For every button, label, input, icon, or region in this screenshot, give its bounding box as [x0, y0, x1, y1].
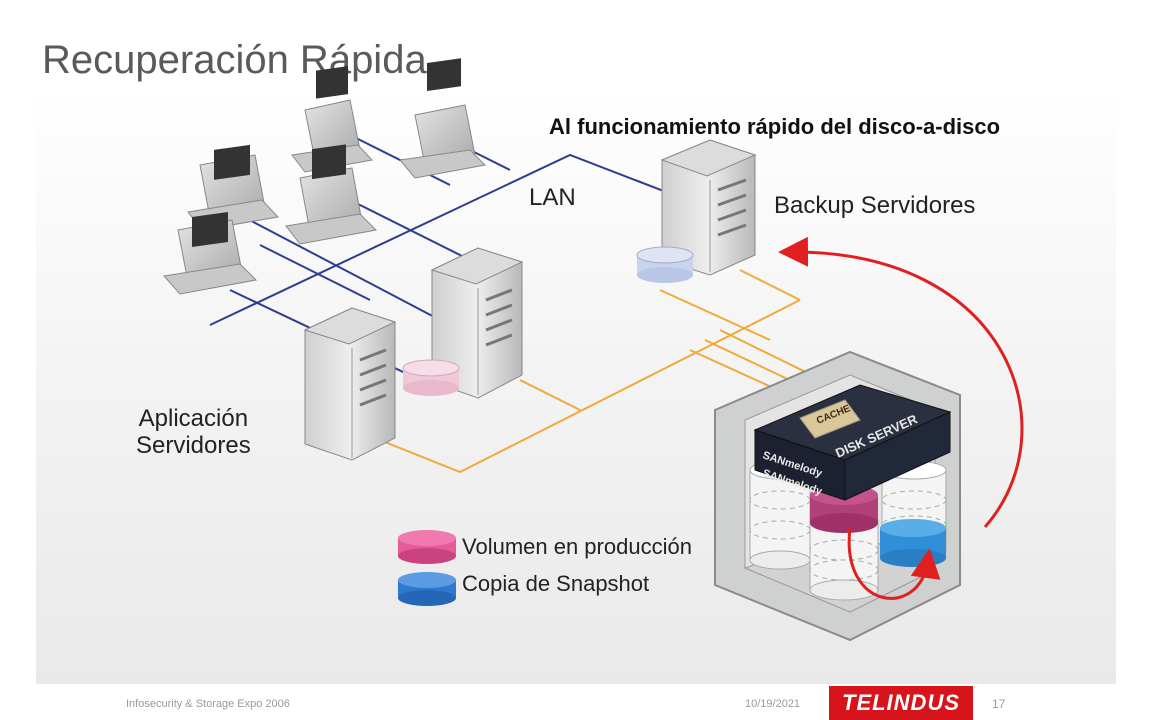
client-pc-icon [399, 58, 487, 179]
page-number: 17 [992, 697, 1006, 711]
disk-server-appliance [753, 384, 952, 501]
backup-servers-label: Backup Servidores [774, 192, 976, 219]
client-pc-icon [163, 211, 258, 295]
backup-volume-icon [636, 246, 694, 283]
telindus-logo: TELINDUS [829, 686, 973, 720]
snapshot-restore-arrow [847, 527, 941, 600]
backup-server-icon [660, 139, 757, 276]
application-server-icon [303, 307, 397, 461]
lan-label: LAN [529, 184, 576, 211]
application-servers-line2: Servidores [136, 432, 251, 459]
san-network-lines [379, 269, 831, 474]
legend-production-label: Volumen en producción [462, 534, 692, 559]
snapshot-volume-disk [880, 519, 946, 567]
recovery-arrow [778, 236, 1024, 528]
client-pc-icon [187, 144, 280, 231]
legend-production-swatch [398, 530, 456, 564]
application-servers-line1: Aplicación [138, 405, 249, 432]
logo-text: TELINDUS [842, 690, 960, 715]
client-pc-icon [285, 144, 378, 245]
production-volume-icon [402, 359, 460, 396]
slide-title: Recuperación Rápida [42, 38, 427, 82]
footer-date: 10/19/2021 [745, 698, 801, 710]
footer-event: Infosecurity & Storage Expo 2006 [126, 698, 290, 710]
legend-snapshot-swatch [398, 572, 456, 606]
legend-snapshot-label: Copia de Snapshot [462, 571, 650, 596]
diagram-headline: Al funcionamiento rápido del disco-a-dis… [549, 114, 1001, 139]
application-servers-label: Aplicación Servidores [136, 405, 251, 459]
